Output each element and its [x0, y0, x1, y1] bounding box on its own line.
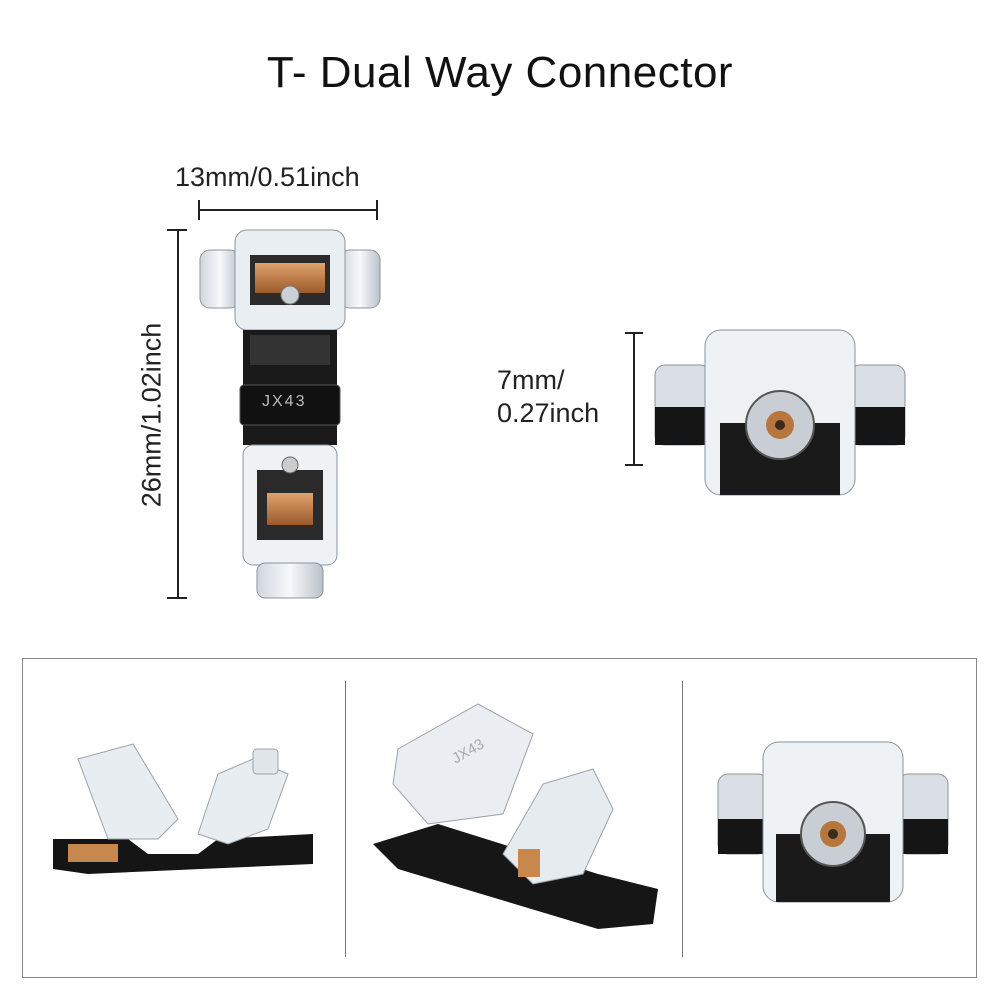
- width-dimension-line: [199, 209, 377, 211]
- connector-end-view-small-image: [717, 741, 949, 903]
- depth-dimension-tick-top: [625, 332, 643, 334]
- connector-open-side-image: [53, 743, 313, 874]
- width-dimension-tick-left: [198, 200, 200, 220]
- width-dimension-label: 13mm/0.51inch: [175, 162, 360, 192]
- depth-dimension-line: [633, 333, 635, 465]
- height-dimension-label: 26mm/1.02inch: [136, 322, 167, 508]
- gallery-divider-2: [682, 681, 683, 957]
- height-dimension-line: [177, 230, 179, 598]
- height-dimension-tick-top: [167, 229, 187, 231]
- page-title: T- Dual Way Connector: [266, 48, 734, 97]
- width-dimension-tick-right: [376, 200, 378, 220]
- height-dimension-tick-bottom: [167, 597, 187, 599]
- depth-dimension-label-line2: 0.27inch: [497, 398, 600, 428]
- depth-dimension-label-line1: 7mm/: [497, 365, 565, 395]
- gallery-panel: JX43: [22, 658, 977, 978]
- depth-dimension-tick-bottom: [625, 464, 643, 466]
- connector-open-angled-image: [373, 703, 658, 929]
- gallery-divider-1: [345, 681, 346, 957]
- connector-end-view-image: [654, 329, 906, 496]
- top-view-marking: JX43: [262, 393, 307, 410]
- connector-top-view-image: [199, 229, 381, 599]
